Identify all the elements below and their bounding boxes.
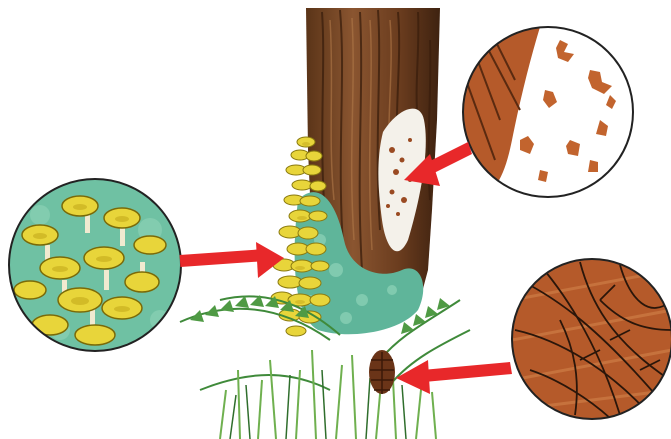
- inset-mycelium: [463, 27, 633, 200]
- arrow-to-mushroom-cluster: [180, 242, 284, 278]
- pine-cone: [369, 350, 395, 394]
- inset-honey-fungus: [9, 179, 181, 351]
- inset-rhizomorphs: [512, 259, 671, 419]
- arrow-to-root-rhizomorphs: [396, 360, 512, 394]
